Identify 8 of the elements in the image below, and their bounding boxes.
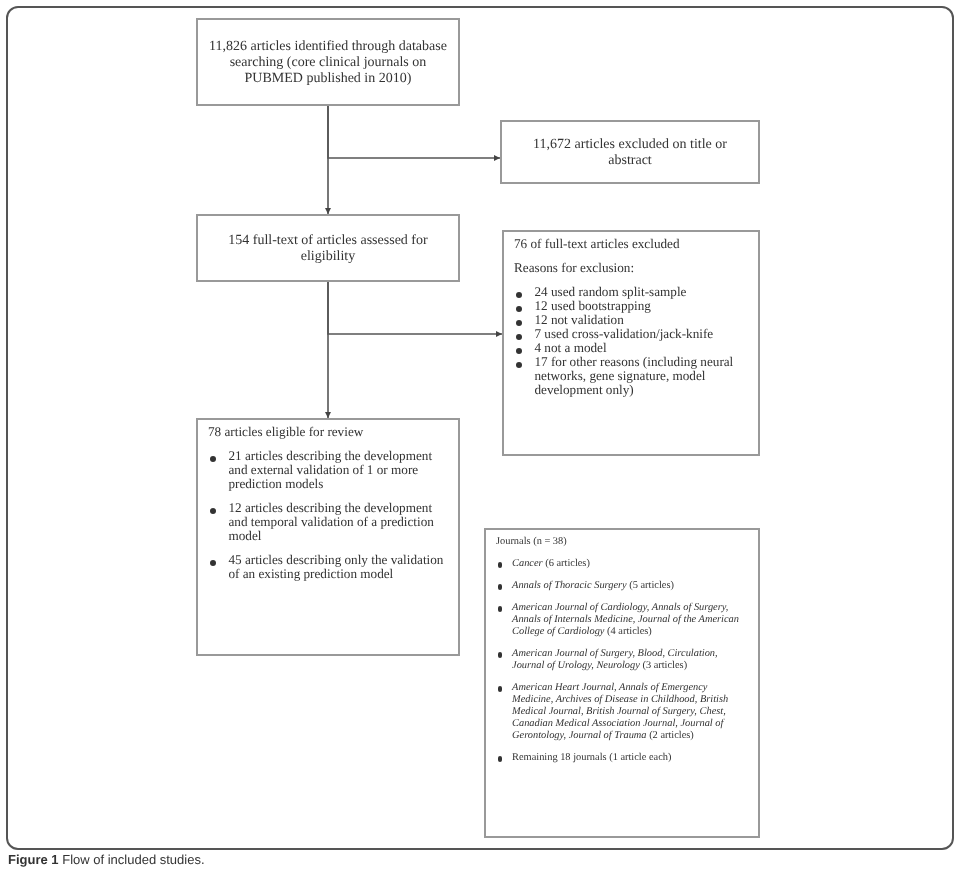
journal-list-box (484, 528, 760, 838)
arrow (327, 281, 503, 338)
arrow (327, 105, 501, 162)
process-box (196, 18, 460, 106)
exclusion-box (502, 230, 760, 456)
process-box (196, 214, 460, 282)
process-box (196, 418, 460, 656)
exclusion-box (500, 120, 760, 184)
